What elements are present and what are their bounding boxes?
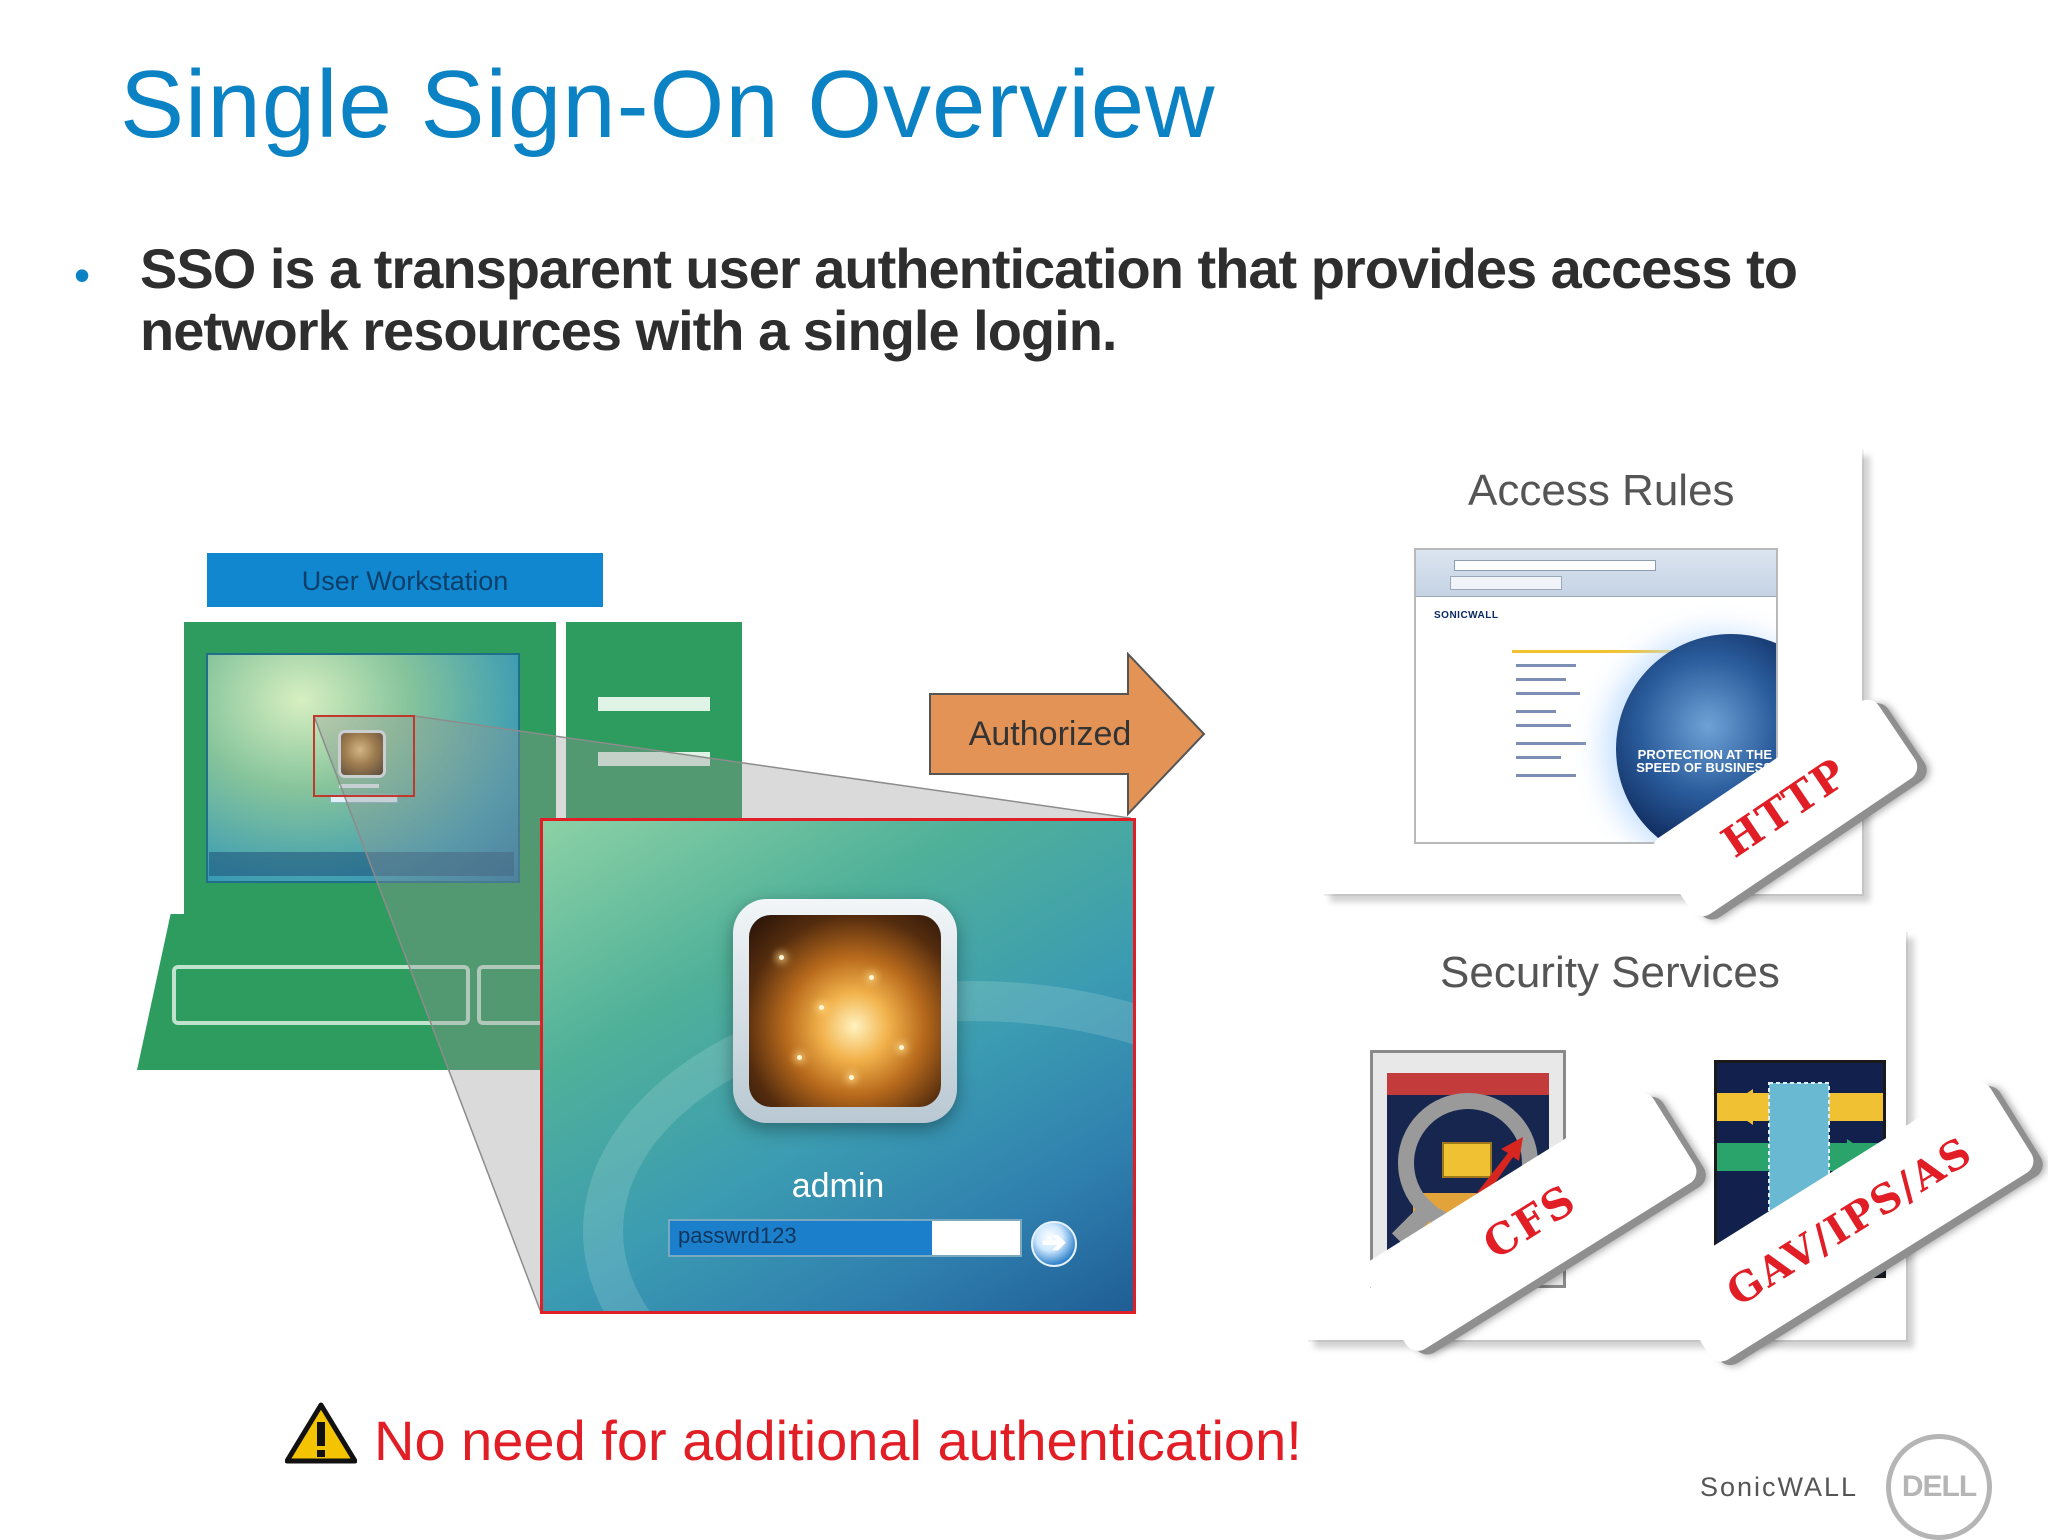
page-text-line	[1516, 664, 1576, 667]
page-text-line	[1516, 710, 1556, 713]
browser-tab	[1450, 576, 1562, 590]
page-header-rule	[1512, 650, 1762, 653]
page-text-line	[1516, 756, 1561, 759]
zoomed-login-screen: admin passwrd123 ➔	[540, 818, 1136, 1314]
go-arrow-icon[interactable]: ➔	[1031, 1221, 1077, 1267]
workstation-label: User Workstation	[207, 553, 603, 607]
mini-password-field	[330, 794, 398, 803]
cfs-icon-arrow	[1473, 1137, 1523, 1203]
slide-title: Single Sign-On Overview	[120, 51, 1216, 158]
authorized-arrow: Authorized	[929, 652, 1206, 817]
cfs-icon-band	[1387, 1073, 1549, 1095]
tower-drive-slot	[598, 697, 710, 711]
page-text-line	[1516, 774, 1576, 777]
sonicwall-brand: SonicWALL	[1700, 1472, 1859, 1502]
login-username: admin	[791, 1167, 885, 1205]
password-value: passwrd123	[678, 1223, 797, 1248]
warning-text: No need for additional authentication!	[374, 1409, 1302, 1472]
page-text-line	[1516, 678, 1566, 681]
avatar-sparkle	[849, 1075, 854, 1080]
cfs-icon-handle	[1391, 1197, 1441, 1247]
tower-drive-slot	[598, 752, 710, 766]
browser-screenshot: SONICWALL PROTECTION AT THE SPEED OF BUS…	[1414, 548, 1778, 844]
authorized-arrow-label: Authorized	[969, 715, 1132, 753]
password-field[interactable]: passwrd123	[668, 1219, 1022, 1257]
access-rules-title: Access Rules	[1468, 466, 1735, 515]
avatar-sparkle	[779, 955, 784, 960]
avatar-sparkle	[869, 975, 874, 980]
warning-icon	[285, 1402, 357, 1464]
avatar-sparkle	[899, 1045, 904, 1050]
user-avatar	[733, 899, 957, 1123]
warning-mark-dot	[317, 1450, 325, 1457]
dell-logo-icon: DELL	[1886, 1434, 1992, 1540]
browser-address-bar	[1454, 560, 1656, 571]
cfs-icon-envelope	[1442, 1142, 1492, 1178]
sonicwall-page-logo: SONICWALL	[1434, 610, 1499, 621]
avatar-sparkle	[819, 1005, 824, 1010]
page-text-line	[1516, 692, 1580, 695]
security-services-title: Security Services	[1440, 948, 1780, 997]
avatar-photo	[749, 915, 941, 1107]
zoom-source-box	[313, 715, 415, 797]
mini-taskbar	[209, 852, 514, 876]
avatar-sparkle	[797, 1055, 802, 1060]
page-text-line	[1516, 724, 1571, 727]
bullet-dot: •	[74, 249, 91, 301]
page-text-line	[1516, 742, 1586, 745]
warning-mark-line	[317, 1422, 325, 1446]
password-selection	[670, 1221, 932, 1255]
mini-avatar	[338, 730, 386, 778]
gav-icon-left-arrow	[1727, 1089, 1753, 1125]
keyboard-key	[172, 965, 470, 1025]
mini-username	[339, 784, 379, 788]
globe-caption: PROTECTION AT THE SPEED OF BUSINESS	[1636, 747, 1772, 775]
bullet-text: SSO is a transparent user authentication…	[140, 237, 1798, 362]
authorized-arrow-shape	[929, 652, 1206, 817]
